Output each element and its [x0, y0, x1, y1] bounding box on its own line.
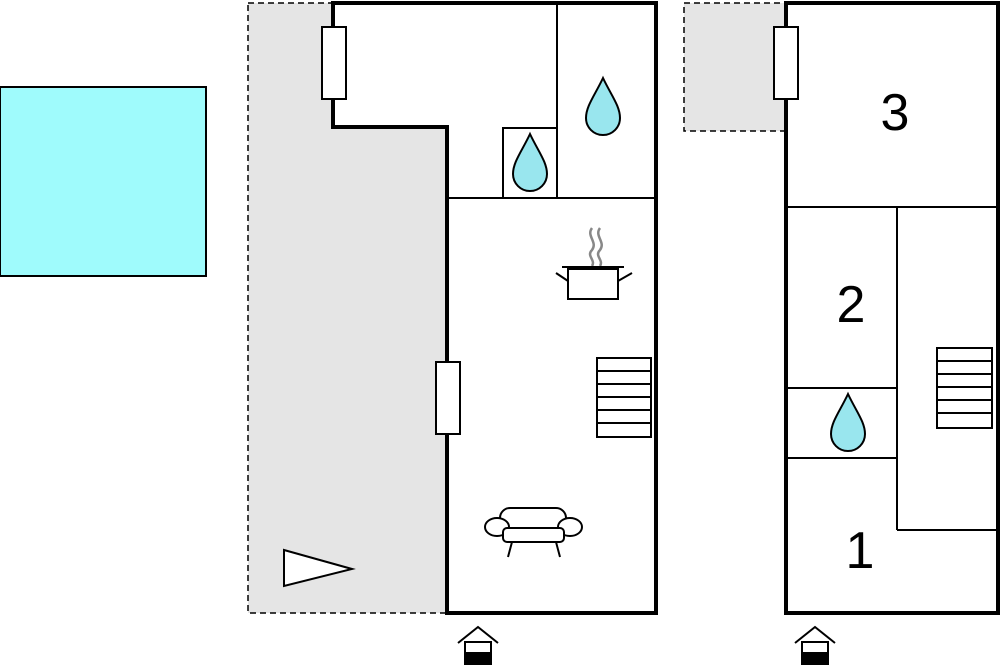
room-number-1: 1: [846, 522, 875, 580]
water-drop-icon: [511, 131, 549, 192]
entrance-icon: [457, 625, 499, 665]
sun-lounger-icon: [283, 548, 356, 588]
window-upper-top: [773, 26, 799, 100]
water-drop-icon: [829, 391, 867, 452]
room-number-2: 2: [837, 276, 866, 334]
window-ground-top: [321, 26, 347, 100]
sofa-icon: [484, 507, 583, 558]
stairs-icon: [936, 347, 993, 429]
entrance-icon: [794, 625, 836, 665]
pool: [0, 86, 207, 277]
door-ground-side: [435, 361, 461, 435]
stairs-icon: [596, 357, 652, 438]
upper-floor-outline: [784, 1, 1000, 615]
ground-floor-outline: [331, 1, 658, 615]
terrace-upper-floor: [683, 2, 787, 132]
cooking-pot-icon: [555, 227, 633, 300]
room-number-3: 3: [881, 84, 910, 142]
water-drop-icon: [584, 75, 622, 136]
